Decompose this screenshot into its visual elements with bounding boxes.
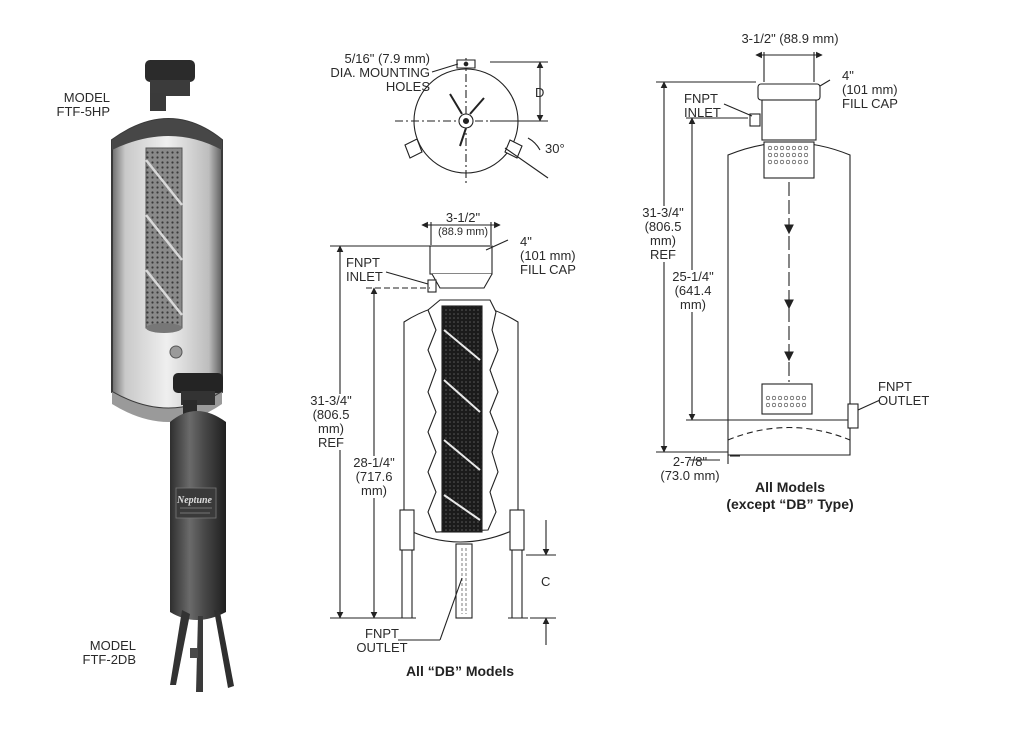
dim-d-label: D bbox=[535, 85, 545, 100]
db-inlet-label: FNPT INLET bbox=[346, 256, 383, 284]
model-2db-label: MODEL FTF-2DB bbox=[66, 639, 136, 667]
model-2db-line1: MODEL bbox=[89, 638, 136, 653]
db-inner-height-label: 28-1/4" (717.6 mm) bbox=[348, 456, 400, 498]
std-bottom-label: 2-7/8" (73.0 mm) bbox=[654, 455, 726, 483]
std-caption-line1: All Models bbox=[754, 479, 825, 495]
mounting-holes-line1: 5/16" (7.9 mm) bbox=[344, 51, 430, 66]
std-inner-height-label: 25-1/4" (641.4 mm) bbox=[667, 270, 719, 312]
std-outlet-label: FNPT OUTLET bbox=[878, 380, 929, 408]
db-outlet-line1: FNPT bbox=[365, 626, 399, 641]
std-outlet-line2: OUTLET bbox=[878, 393, 930, 408]
db-overall-line2: (806.5 bbox=[312, 407, 350, 422]
db-inlet-line1: FNPT bbox=[346, 255, 380, 270]
top-view bbox=[395, 58, 549, 184]
photo-ftf-5hp bbox=[111, 60, 223, 422]
std-bottom-line2: (73.0 mm) bbox=[660, 468, 720, 483]
model-5hp-line2: FTF-5HP bbox=[56, 104, 110, 119]
std-overall-height-label: 31-3/4" (806.5 mm) REF bbox=[636, 206, 690, 262]
std-caption-line2: (except “DB” Type) bbox=[726, 496, 854, 512]
model-5hp-line1: MODEL bbox=[63, 90, 110, 105]
std-top-width-label: 3-1/2" (88.9 mm) bbox=[741, 31, 839, 46]
db-models-caption: All “DB” Models bbox=[405, 663, 515, 679]
db-inner-line1: 28-1/4" bbox=[353, 455, 395, 470]
std-fill-cap-line3: FILL CAP bbox=[842, 96, 898, 111]
std-fill-cap-label: 4" (101 mm) FILL CAP bbox=[842, 69, 898, 111]
photo-ftf-2db bbox=[170, 373, 234, 692]
db-models-drawing bbox=[330, 221, 556, 645]
db-overall-line3: mm) bbox=[318, 421, 344, 436]
model-2db-line2: FTF-2DB bbox=[82, 652, 136, 667]
std-bottom-line1: 2-7/8" bbox=[672, 454, 708, 469]
db-fill-cap-line1: 4" bbox=[520, 234, 532, 249]
std-inlet-line1: FNPT bbox=[684, 91, 718, 106]
db-outlet-line2: OUTLET bbox=[356, 640, 408, 655]
std-overall-line3: mm) bbox=[650, 233, 676, 248]
std-fill-cap-line2: (101 mm) bbox=[842, 82, 898, 97]
db-fill-cap-line2: (101 mm) bbox=[520, 248, 576, 263]
mounting-holes-label: 5/16" (7.9 mm) DIA. MOUNTING HOLES bbox=[300, 52, 430, 94]
db-inner-line2: (717.6 bbox=[355, 469, 393, 484]
std-fill-cap-line1: 4" bbox=[842, 68, 854, 83]
std-overall-line1: 31-3/4" bbox=[642, 205, 684, 220]
db-top-width-line1: 3-1/2" bbox=[445, 210, 481, 225]
mounting-holes-line2: DIA. MOUNTING bbox=[330, 65, 430, 80]
angle-30-label: 30° bbox=[545, 141, 565, 156]
db-fill-cap-line3: FILL CAP bbox=[520, 262, 576, 277]
db-overall-height-label: 31-3/4" (806.5 mm) REF bbox=[306, 394, 356, 450]
db-fill-cap-label: 4" (101 mm) FILL CAP bbox=[520, 235, 576, 277]
std-inlet-line2: INLET bbox=[684, 105, 721, 120]
db-top-width-label: 3-1/2" (88.9 mm) bbox=[425, 211, 501, 239]
db-inlet-line2: INLET bbox=[346, 269, 383, 284]
db-outlet-label: FNPT OUTLET bbox=[356, 627, 408, 655]
db-top-width-line2: (88.9 mm) bbox=[437, 226, 489, 238]
std-models-caption: All Models (except “DB” Type) bbox=[700, 479, 880, 513]
std-overall-line2: (806.5 bbox=[644, 219, 682, 234]
std-overall-line4: REF bbox=[650, 247, 676, 262]
db-overall-line4: REF bbox=[318, 435, 344, 450]
db-overall-line1: 31-3/4" bbox=[310, 393, 352, 408]
brand-logo: Neptune bbox=[176, 495, 213, 506]
db-inner-line3: mm) bbox=[361, 483, 387, 498]
std-outlet-line1: FNPT bbox=[878, 379, 912, 394]
std-inner-line1: 25-1/4" bbox=[672, 269, 714, 284]
std-inlet-label: FNPT INLET bbox=[684, 92, 721, 120]
mounting-holes-line3: HOLES bbox=[385, 79, 430, 94]
standard-models-drawing bbox=[656, 51, 881, 464]
std-inner-line2: (641.4 bbox=[674, 283, 712, 298]
std-inner-line3: mm) bbox=[680, 297, 706, 312]
dim-c-label: C bbox=[541, 574, 551, 589]
model-5hp-label: MODEL FTF-5HP bbox=[40, 91, 110, 119]
